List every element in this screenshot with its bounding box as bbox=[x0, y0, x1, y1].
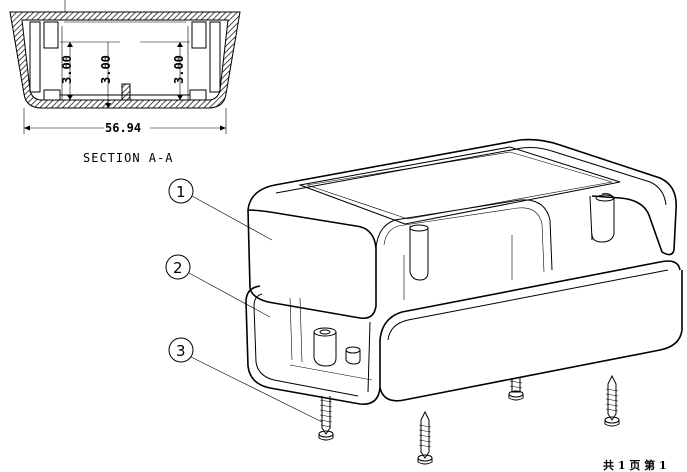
callout-2: 2 bbox=[165, 254, 271, 318]
callout-1-number: 1 bbox=[176, 183, 186, 201]
screw-4 bbox=[604, 374, 620, 427]
dim-3-center: 3.00 bbox=[99, 42, 113, 108]
dim-3-left: 3.00 bbox=[60, 41, 120, 100]
dim-3-right: 3.00 bbox=[140, 41, 190, 100]
exploded-view: 1 2 3 bbox=[165, 138, 683, 465]
screw-1 bbox=[318, 396, 334, 441]
dim-width: 56.94 bbox=[23, 108, 227, 135]
page-info: 共 1 页 第 1 bbox=[603, 458, 667, 472]
section-title: SECTION A-A bbox=[83, 151, 173, 165]
section-a-a-view: 3.00 3.00 3.00 56.94 SECTION A-A bbox=[9, 0, 241, 165]
section-inner-details bbox=[29, 0, 221, 101]
part-3-screws bbox=[318, 374, 620, 465]
part-2-bottom-base bbox=[245, 260, 683, 405]
callout-3-number: 3 bbox=[176, 342, 186, 360]
dim-text-left: 3.00 bbox=[60, 55, 74, 84]
screw-2 bbox=[417, 410, 433, 465]
part-1-top-cover bbox=[247, 138, 677, 320]
dim-text-width: 56.94 bbox=[105, 121, 141, 135]
callout-1: 1 bbox=[168, 178, 273, 241]
callout-3: 3 bbox=[168, 337, 323, 423]
dim-text-center: 3.00 bbox=[99, 55, 113, 84]
screw-3 bbox=[508, 378, 524, 401]
dim-text-right: 3.00 bbox=[172, 55, 186, 84]
callout-2-number: 2 bbox=[173, 259, 183, 277]
